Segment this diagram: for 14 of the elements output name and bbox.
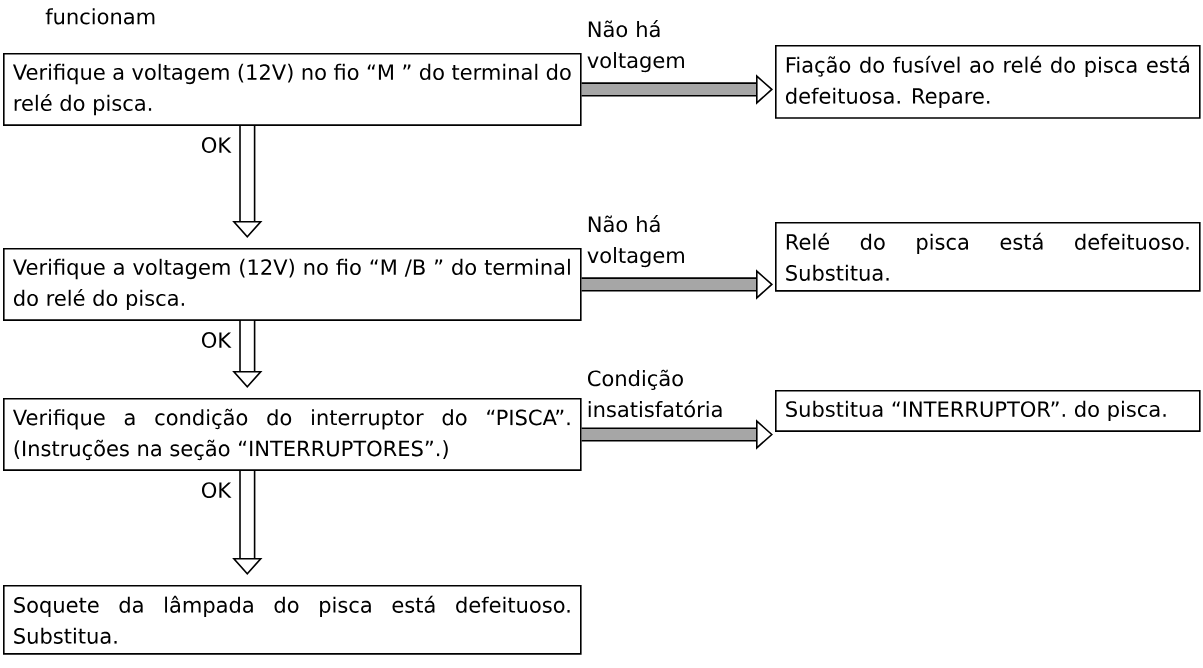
edge-label: Não há voltagem xyxy=(587,20,684,73)
step-box: Substitua “INTERRUPTOR”. do pisca. xyxy=(775,390,1201,432)
step-box: Verifique a voltagem (12V) no fio “M ” do terminal do relé do pisca. xyxy=(3,53,582,126)
step-box: Relé do pisca está defeituoso. Substitua. xyxy=(775,222,1201,292)
step-box: Verifique a condição do interruptor do “PISCA”. (Instruções na seção “INTERRUPTORES”.) xyxy=(3,398,582,471)
step-box: Fiação do fusível ao relé do pisca está defeituosa. Repare. xyxy=(775,45,1201,119)
edge-label: OK xyxy=(202,482,232,499)
edge-label: OK xyxy=(202,137,232,153)
step-box: Soquete da lâmpada do pisca está defeituoso. Substitua. xyxy=(3,585,582,655)
edge-label: OK xyxy=(202,332,232,348)
edge-label: Não há voltagem xyxy=(587,215,684,268)
step-box: Verifique a voltagem (12V) no fio “M /B ” do terminal do relé do pisca. xyxy=(3,248,582,321)
heading-text: funcionam xyxy=(45,8,155,25)
edge-label: Condição insatisfatória xyxy=(588,369,722,418)
